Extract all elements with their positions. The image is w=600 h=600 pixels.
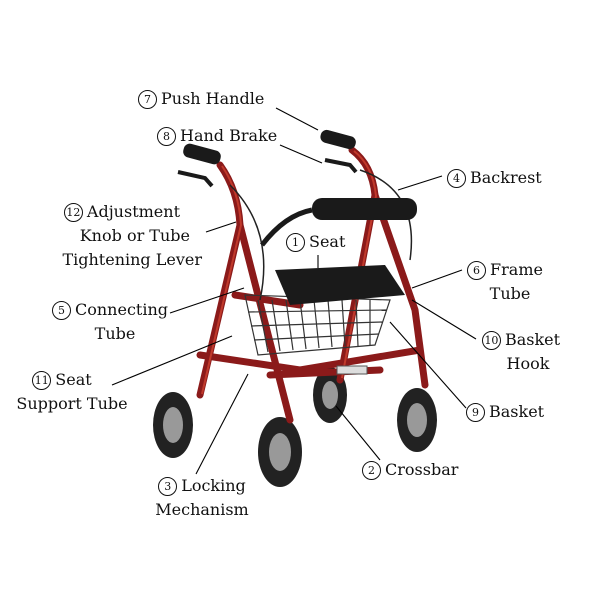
part-name-line-2: Tube	[489, 284, 531, 303]
backrest-pad	[312, 198, 417, 220]
part-number-badge: 3	[158, 477, 178, 496]
rear-left-wheel	[153, 392, 193, 458]
part-number-badge: 1	[286, 233, 305, 252]
part-number-badge: 10	[481, 331, 501, 350]
push-handle-grips	[183, 129, 356, 165]
part-name-line-3: Tightening Lever	[62, 250, 202, 269]
basket-grid	[244, 294, 391, 356]
leader-lines	[111, 107, 477, 475]
part-name-line-2: Support Tube	[16, 394, 128, 413]
front-right-wheel	[397, 388, 437, 452]
seat-cushion	[275, 265, 405, 305]
part-number-badge: 4	[447, 169, 466, 188]
part-number-badge: 6	[467, 261, 487, 280]
part-name-line-1: Locking	[181, 476, 246, 495]
part-name: Seat	[309, 232, 346, 251]
part-number-badge: 9	[466, 403, 485, 422]
part-name: Hand Brake	[180, 126, 278, 145]
part-name-line-2: Hook	[506, 354, 550, 373]
part-number-badge: 7	[138, 90, 157, 109]
part-name: Backrest	[470, 168, 542, 187]
frame-highlight	[201, 150, 378, 395]
part-name-line-2: Tube	[94, 324, 136, 343]
part-name-line-1: Connecting	[74, 300, 168, 319]
locking-mechanism-part	[336, 365, 368, 375]
part-number-badge: 8	[157, 127, 176, 146]
part-name: Crossbar	[385, 460, 459, 479]
part-name: Basket	[489, 402, 545, 421]
part-number-badge: 12	[63, 203, 83, 222]
part-name-line-1: Frame	[490, 260, 543, 279]
part-name-line-1: Basket	[504, 330, 561, 349]
part-name-line-1: Seat	[55, 370, 92, 389]
part-name-line-2: Mechanism	[155, 500, 249, 519]
part-name-line-1: Adjustment	[86, 202, 180, 221]
part-number-badge: 2	[362, 461, 381, 480]
hand-brakes	[177, 158, 358, 188]
part-number-badge: 5	[51, 301, 71, 320]
part-name-line-2: Knob or Tube	[79, 226, 190, 245]
part-number-badge: 11	[32, 371, 52, 390]
front-left-wheel	[258, 417, 302, 487]
part-name: Push Handle	[161, 89, 265, 108]
